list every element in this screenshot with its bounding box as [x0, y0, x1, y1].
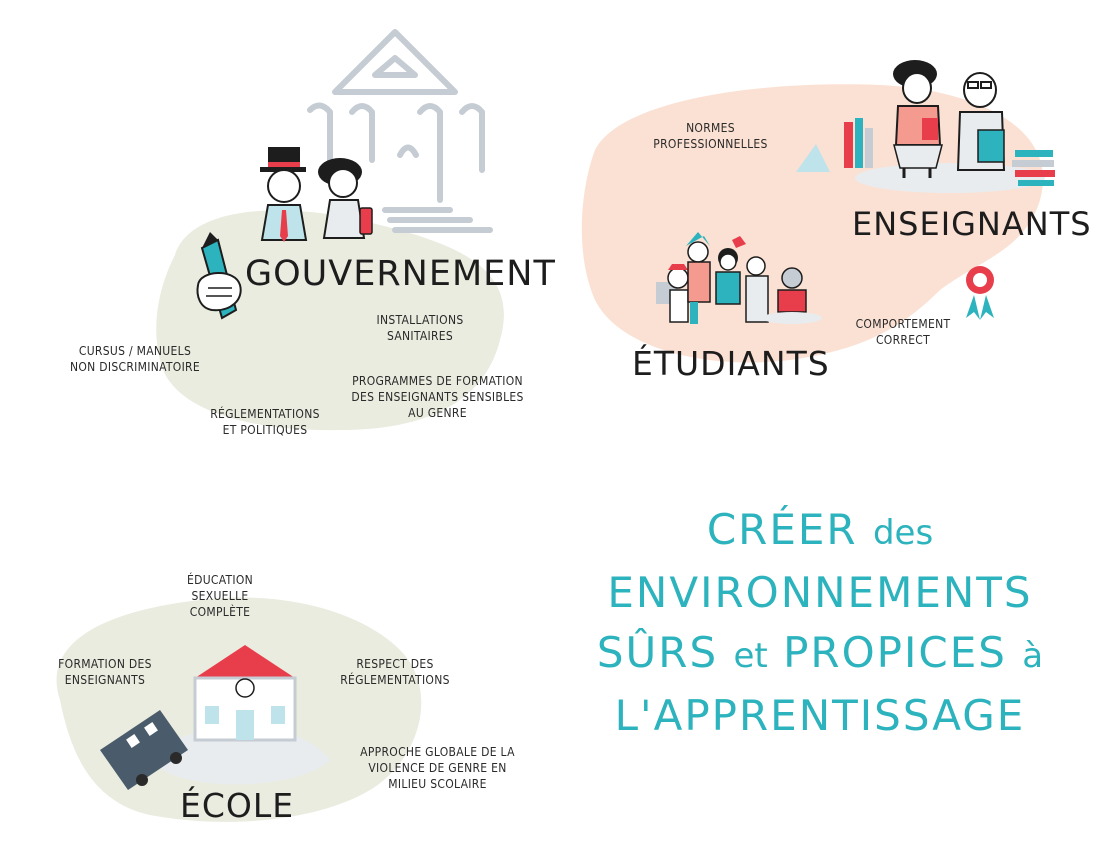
male-teacher-icon — [956, 72, 1006, 171]
teachers-students-illustration — [581, 60, 1055, 363]
slogan-line-1: CRÉER des — [570, 500, 1070, 563]
teachers-ground — [855, 163, 1045, 193]
government-illustration — [156, 29, 504, 431]
note-line: ET POLITIQUES — [222, 423, 308, 437]
slogan-word: SÛRS — [596, 628, 719, 677]
note-line: NON DISCRIMINATOIRE — [70, 360, 200, 374]
note-respect-regulations: RESPECT DES RÉGLEMENTATIONS — [325, 656, 465, 688]
slogan: CRÉER des ENVIRONNEMENTS SÛRS et PROPICE… — [570, 500, 1070, 746]
official-man-icon — [260, 147, 308, 242]
students-title: ÉTUDIANTS — [632, 344, 830, 383]
note-line: ENSEIGNANTS — [64, 673, 146, 687]
students-group-icon — [656, 232, 822, 324]
teachers-title: ENSEIGNANTS — [852, 205, 1092, 243]
note-line: CURSUS / MANUELS — [78, 344, 192, 358]
government-title: GOUVERNEMENT — [245, 254, 556, 294]
note-line: INSTALLATIONS — [376, 313, 464, 327]
note-correct-behaviour: COMPORTEMENT CORRECT — [838, 316, 968, 348]
note-line: RESPECT DES — [356, 657, 434, 671]
teachers-students-section: ENSEIGNANTS ÉTUDIANTS NORMES PROFESSIONN… — [560, 0, 1099, 460]
school-title: ÉCOLE — [180, 786, 295, 825]
slogan-line-3: SÛRS et PROPICES à — [570, 623, 1070, 686]
note-line: AU GENRE — [408, 406, 467, 420]
note-line: MILIEU SCOLAIRE — [388, 777, 487, 791]
note-line: COMPLÈTE — [189, 605, 251, 619]
pencil-hand-icon — [196, 232, 242, 320]
government-section: GOUVERNEMENT CURSUS / MANUELS NON DISCRI… — [0, 0, 560, 460]
official-woman-icon — [318, 158, 373, 239]
slogan-word: CRÉER — [706, 505, 858, 554]
slogan-word: et — [733, 636, 768, 676]
note-whole-school-approach: APPROCHE GLOBALE de la VIOLENCE DE GENRE… — [340, 744, 535, 792]
note-line: RÉGLEMENTATIONS — [210, 407, 320, 421]
note-line: PROGRAMMES DE FORMATION — [352, 374, 523, 388]
note-line: COMPORTEMENT — [855, 317, 951, 331]
slogan-word: des — [872, 513, 934, 553]
note-line: SANITAIRES — [386, 329, 454, 343]
note-line: NORMES — [686, 121, 735, 135]
slogan-line-4: L'APPRENTISSAGE — [614, 691, 1026, 740]
note-line: SEXUELLE — [191, 589, 249, 603]
note-line: ÉDUCATION — [186, 573, 254, 587]
note-professional-standards: NORMES PROFESSIONNELLES — [638, 120, 783, 152]
note-line: PROFESSIONNELLES — [653, 137, 768, 151]
note-non-discriminatory-curriculum: CURSUS / MANUELS NON DISCRIMINATOIRE — [45, 343, 225, 375]
school-building-icon — [193, 645, 297, 742]
slogan-word: à — [1022, 636, 1044, 676]
note-line: RÉGLEMENTATIONS — [340, 673, 450, 687]
note-line: CORRECT — [875, 333, 931, 347]
government-blob — [156, 210, 504, 431]
note-line: APPROCHE GLOBALE de la — [360, 745, 515, 759]
note-sanitary-facilities: INSTALLATIONS SANITAIRES — [360, 312, 480, 344]
note-gender-sensitive-training: PROGRAMMES DE FORMATION DES ENSEIGNANTS … — [340, 373, 535, 421]
note-comprehensive-sexuality-education: ÉDUCATION SEXUELLE COMPLÈTE — [165, 572, 275, 620]
note-line: VIOLENCE DE GENRE EN — [368, 761, 507, 775]
rosette-icon — [966, 266, 994, 320]
books-icon — [796, 118, 1055, 186]
school-section: ÉCOLE ÉDUCATION SEXUELLE COMPLÈTE FORMAT… — [0, 460, 560, 864]
school-bus-icon — [100, 710, 188, 790]
slogan-word: PROPICES — [783, 628, 1007, 677]
slogan-line-2: ENVIRONNEMENTS — [607, 568, 1033, 617]
female-teacher-icon — [893, 60, 943, 178]
note-teacher-training: FORMATION DES ENSEIGNANTS — [40, 656, 170, 688]
school-illustration — [56, 597, 422, 822]
note-line: FORMATION DES — [58, 657, 152, 671]
note-regulations-policies: RÉGLEMENTATIONS ET POLITIQUES — [190, 406, 340, 438]
note-line: DES ENSEIGNANTS SENSIBLES — [351, 390, 524, 404]
